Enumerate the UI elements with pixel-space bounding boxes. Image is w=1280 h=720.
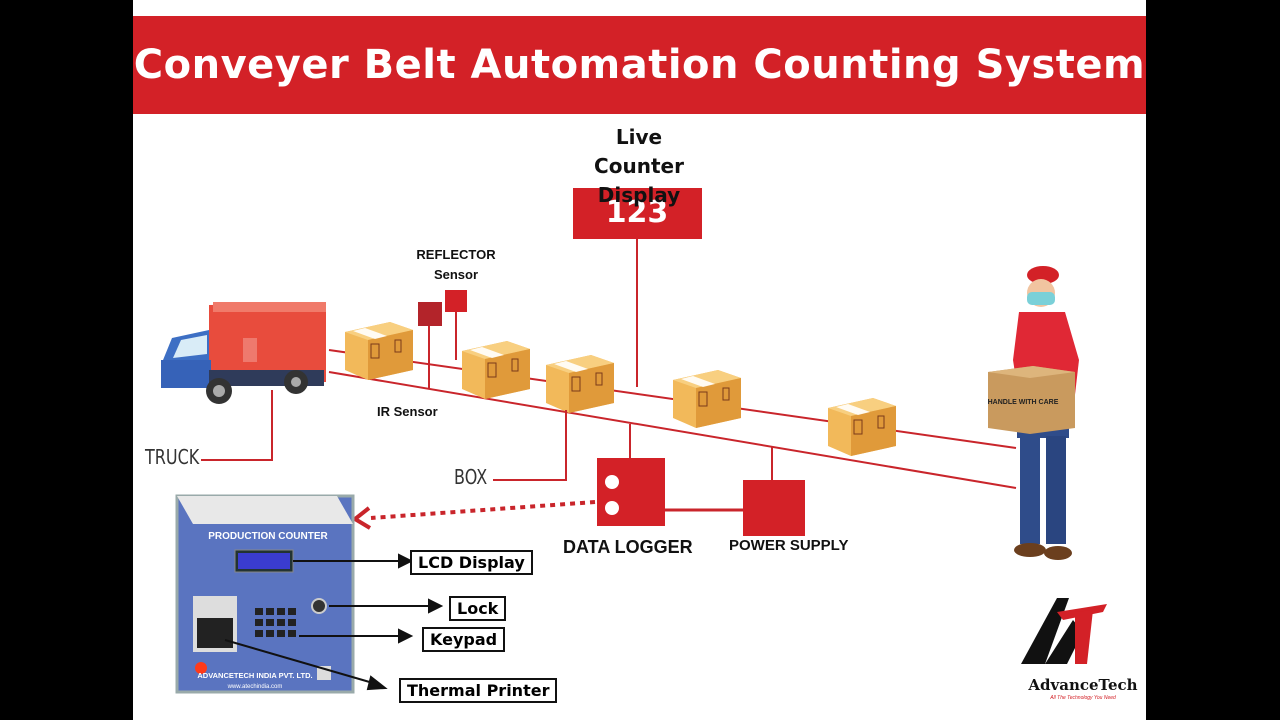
- device-company: ADVANCETECH INDIA PVT. LTD.: [197, 671, 312, 680]
- conveyor-diagram: 123 HANDLE WITH CARE: [161, 188, 1138, 701]
- box-label: BOX: [454, 465, 488, 489]
- truck-label: TRUCK: [145, 445, 200, 469]
- callout-keypad: Keypad: [422, 627, 506, 652]
- box-1: [344, 321, 414, 381]
- data-logger-box: [597, 458, 665, 526]
- box-3: [545, 354, 615, 414]
- power-supply-label: POWER SUPPLY: [729, 537, 849, 554]
- advancetech-logo: AdvanceTech All The Technology You Need: [1021, 598, 1138, 701]
- box-2: [461, 340, 531, 400]
- box-4: [672, 369, 742, 429]
- page-title: Conveyer Belt Automation Counting System: [133, 42, 1146, 88]
- box-5: [827, 397, 897, 457]
- logo-tagline: All The Technology You Need: [1049, 695, 1116, 701]
- callout-lcd-display: LCD Display: [410, 550, 533, 575]
- counter-heading: Live Counter Display: [594, 125, 684, 207]
- title-banner: Conveyer Belt Automation Counting System: [133, 16, 1146, 114]
- callout-thermal-printer: Thermal Printer: [399, 678, 558, 703]
- counter-value: 123: [606, 195, 669, 230]
- box-print: HANDLE WITH CARE: [988, 399, 1059, 406]
- worker-illustration: HANDLE WITH CARE: [988, 266, 1079, 560]
- device-illustration: PRODUCTION COUNTER ADVANCETECH INDIA PVT…: [175, 494, 355, 694]
- truck-illustration: [161, 302, 326, 404]
- data-logger-label: DATA LOGGER: [563, 537, 693, 557]
- slide: Conveyer Belt Automation Counting System: [133, 0, 1146, 720]
- ir-sensor-label: IR Sensor: [377, 404, 438, 419]
- device-panel-title: PRODUCTION COUNTER: [208, 531, 328, 542]
- counter-display: [573, 188, 702, 239]
- reflector-label: REFLECTOR Sensor: [416, 247, 496, 282]
- power-supply-box: [743, 480, 805, 536]
- logo-name: AdvanceTech: [1027, 676, 1137, 694]
- callout-lock: Lock: [449, 596, 507, 621]
- device-website: www.atechindia.com: [227, 684, 283, 690]
